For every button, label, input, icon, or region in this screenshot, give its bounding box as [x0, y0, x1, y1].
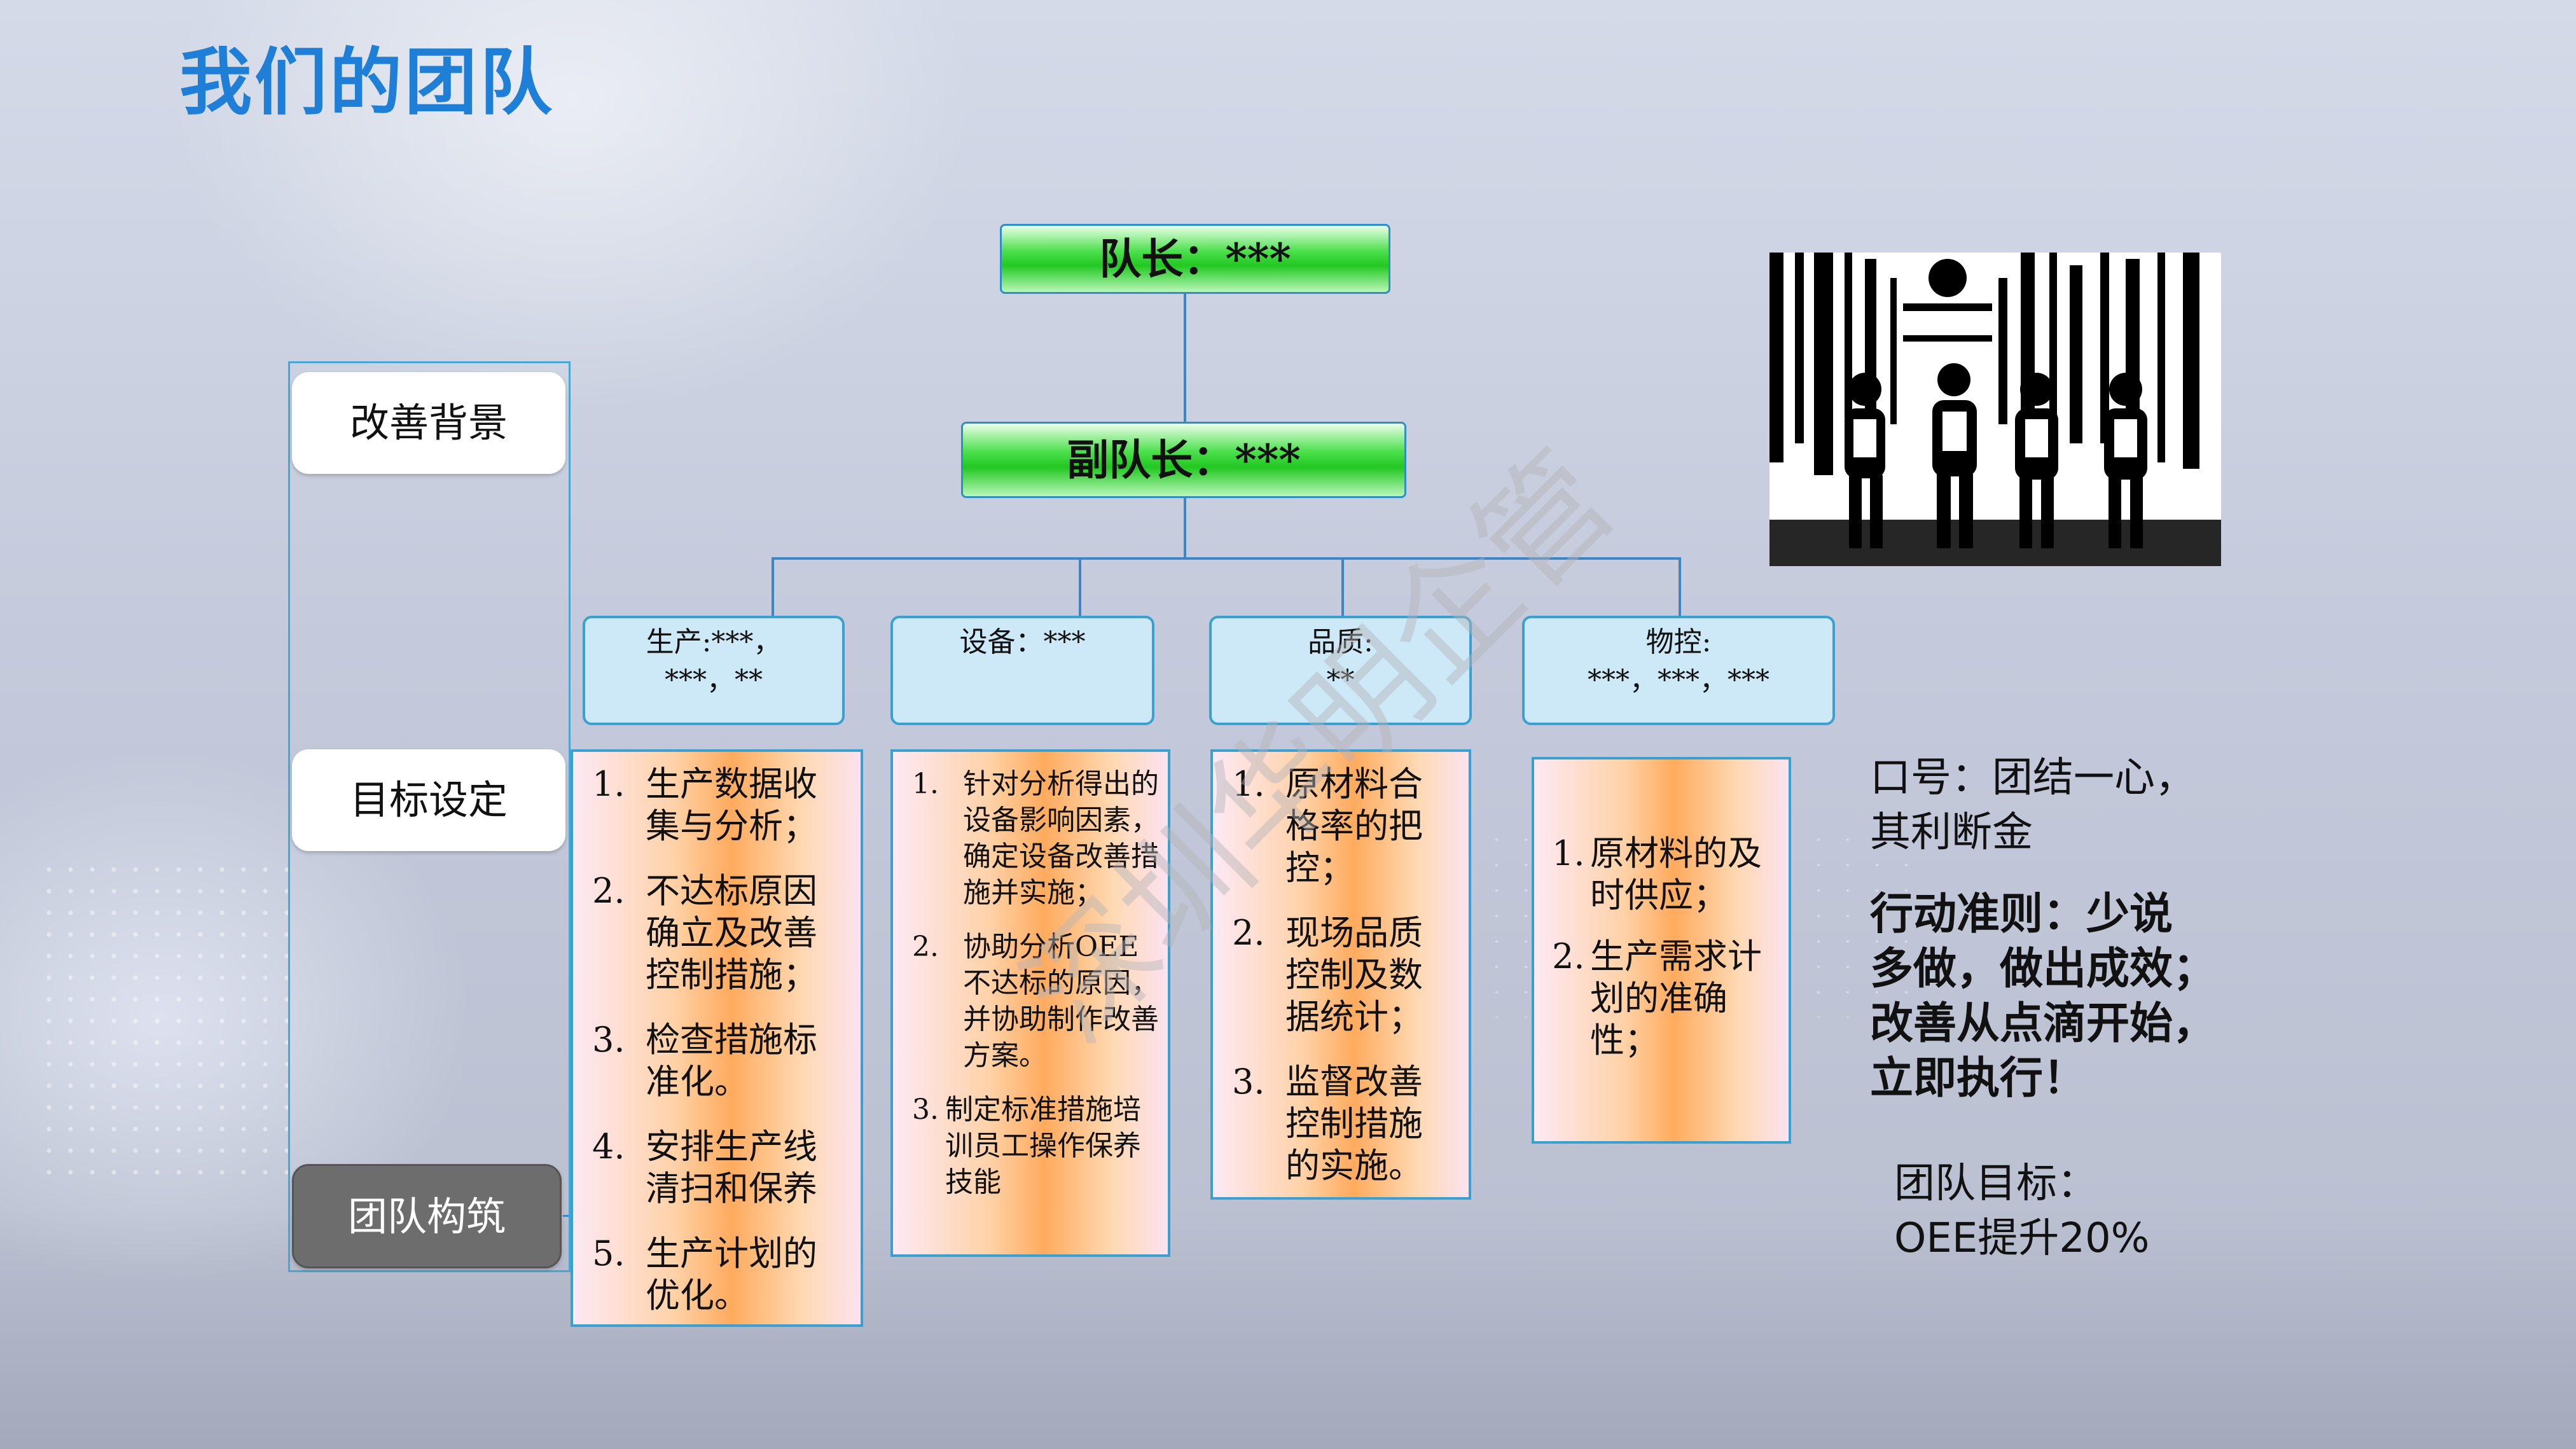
item-number: 3.: [912, 1093, 939, 1126]
connector-line: [1679, 557, 1681, 618]
list-item: 2. 现场品质控制及数据统计；: [1232, 912, 1450, 1038]
goal-line: 团队目标：: [1894, 1160, 2098, 1207]
item-number: 3.: [1232, 1062, 1265, 1102]
list-item: 3.制定标准措施培训员工操作保养技能: [912, 1092, 1159, 1200]
item-number: 1.: [912, 768, 939, 800]
item-number: 1.: [592, 764, 625, 804]
dept-members: ***，**: [665, 664, 763, 697]
list-item: 1. 针对分析得出的设备影响因素，确定设备改善措施并实施；: [912, 766, 1159, 911]
item-text: 原材料合格率的把控；: [1285, 764, 1423, 888]
duties-quality: 1. 原材料合格率的把控； 2. 现场品质控制及数据统计； 3. 监督改善控制措施的实…: [1210, 749, 1471, 1200]
team-goal: 团队目标： OEE提升20%: [1894, 1156, 2150, 1266]
dept-production: 生产:***， ***，**: [583, 616, 845, 725]
duties-material-control: 1.原材料的及时供应； 2.生产需求计划的准确性；: [1532, 757, 1791, 1144]
item-text: 针对分析得出的设备影响因素，确定设备改善措施并实施；: [963, 768, 1159, 909]
sidebar-item-label: 改善背景: [349, 399, 508, 446]
dept-members: **: [1326, 664, 1355, 697]
sidebar-item-label: 团队构筑: [347, 1193, 506, 1240]
list-item: 3. 监督改善控制措施的实施。: [1232, 1061, 1450, 1187]
principle-line: 改善从点滴开始，: [1870, 999, 2217, 1049]
item-text: 监督改善控制措施的实施。: [1285, 1062, 1423, 1186]
leader-box: 队长：***: [1000, 224, 1390, 294]
connector-line: [772, 557, 774, 618]
item-text: 检查措施标准化。: [646, 1020, 817, 1102]
background-lights: [38, 859, 305, 1177]
dept-name: 物控:: [1645, 626, 1712, 658]
duties-equipment: 1. 针对分析得出的设备影响因素，确定设备改善措施并实施； 2. 协助分析OEE不达…: [890, 749, 1170, 1257]
list-item: 1. 原材料合格率的把控；: [1232, 763, 1450, 889]
connector-line: [1184, 496, 1186, 560]
connector-line: [563, 1215, 573, 1217]
item-text: 安排生产线清扫和保养: [646, 1127, 817, 1209]
vice-leader-label: 副队长：***: [1067, 435, 1301, 485]
list-item: 2. 不达标原因确立及改善控制措施；: [592, 870, 847, 996]
principle-line: 行动准则：少说: [1870, 889, 2173, 939]
sidebar-item-goal-setting[interactable]: 目标设定: [292, 749, 565, 851]
sidebar-item-label: 目标设定: [349, 777, 508, 823]
list-item: 2. 协助分析OEE不达标的原因，并协助制作改善方案。: [912, 929, 1159, 1074]
item-text: 现场品质控制及数据统计；: [1285, 913, 1423, 1037]
list-item: 1. 生产数据收集与分析；: [592, 763, 847, 847]
dept-material-control: 物控: ***，***，***: [1522, 616, 1835, 725]
connector-line: [1341, 557, 1344, 618]
dept-members: ***，***，***: [1588, 664, 1769, 697]
list-item: 2.生产需求计划的准确性；: [1552, 936, 1775, 1062]
item-number: 2.: [592, 871, 625, 911]
list-item: 4. 安排生产线清扫和保养: [592, 1126, 847, 1210]
item-text: 制定标准措施培训员工操作保养技能: [945, 1093, 1141, 1198]
item-number: 2.: [1552, 936, 1585, 976]
goal-line: OEE提升20%: [1894, 1215, 2150, 1262]
principle-line: 立即执行！: [1870, 1053, 2087, 1104]
item-number: 5.: [592, 1233, 625, 1273]
slogan-line: 其利断金: [1870, 809, 2033, 856]
connector-line: [772, 557, 1681, 560]
page-title: 我们的团队: [179, 40, 555, 125]
item-number: 2.: [912, 931, 939, 963]
team-photo: [1769, 253, 2221, 566]
list-item: 1.原材料的及时供应；: [1552, 833, 1775, 917]
dept-quality: 品质: **: [1209, 616, 1472, 725]
list-item: 5. 生产计划的优化。: [592, 1233, 847, 1317]
vice-leader-box: 副队长：***: [961, 422, 1406, 498]
item-text: 协助分析OEE不达标的原因，并协助制作改善方案。: [963, 931, 1159, 1072]
item-text: 生产数据收集与分析；: [646, 764, 817, 846]
item-number: 3.: [592, 1020, 625, 1060]
dept-name: 品质:: [1308, 626, 1373, 658]
connector-line: [1079, 557, 1081, 618]
slogan-line: 口号：团结一心，: [1870, 754, 2196, 801]
item-number: 1.: [1232, 764, 1265, 804]
item-text: 生产需求计划的准确性；: [1590, 936, 1762, 1060]
leader-label: 队长：***: [1099, 234, 1291, 284]
connector-line: [1184, 294, 1186, 424]
action-principle: 行动准则：少说 多做，做出成效； 改善从点滴开始， 立即执行！: [1870, 887, 2216, 1106]
item-text: 原材料的及时供应；: [1590, 833, 1762, 915]
team-photo-image: [1769, 253, 2221, 566]
duties-production: 1. 生产数据收集与分析； 2. 不达标原因确立及改善控制措施； 3. 检查措施标准化…: [571, 749, 863, 1327]
sidebar-item-background[interactable]: 改善背景: [292, 372, 565, 474]
principle-line: 多做，做出成效；: [1870, 944, 2217, 994]
sidebar: [288, 361, 571, 1272]
item-text: 生产计划的优化。: [646, 1233, 817, 1315]
slogan: 口号：团结一心， 其利断金: [1870, 751, 2196, 860]
item-number: 4.: [592, 1127, 625, 1167]
item-text: 不达标原因确立及改善控制措施；: [646, 871, 817, 995]
item-number: 2.: [1232, 913, 1265, 953]
sidebar-item-team-building[interactable]: 团队构筑: [292, 1164, 562, 1268]
item-number: 1.: [1552, 833, 1585, 873]
dept-name: 生产:***，: [646, 626, 782, 658]
dept-equipment: 设备：***: [890, 616, 1154, 725]
dept-name: 设备：***: [959, 626, 1086, 658]
list-item: 3. 检查措施标准化。: [592, 1019, 847, 1103]
